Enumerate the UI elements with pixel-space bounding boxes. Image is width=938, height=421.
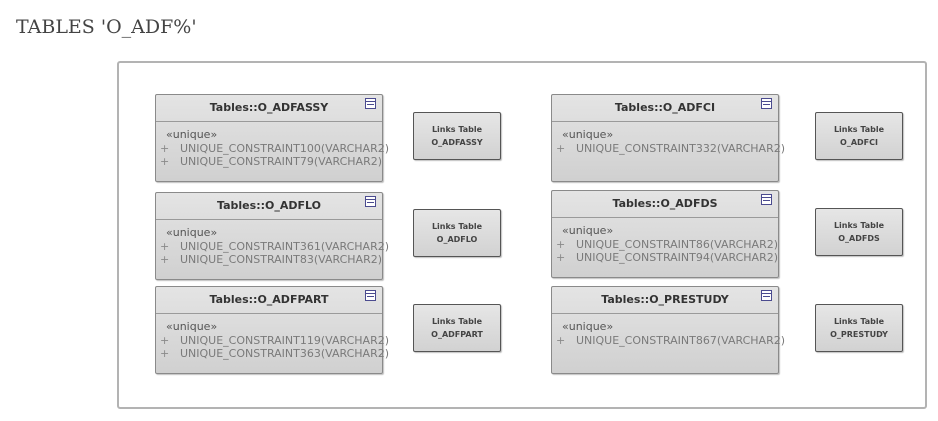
class-element-icon [761, 194, 772, 205]
class-element-icon [761, 290, 772, 301]
table-element-o-adfpart[interactable]: Tables::O_ADFPART «unique» +UNIQUE_CONST… [155, 286, 390, 374]
class-element-icon [365, 290, 376, 301]
table-body: «unique» +UNIQUE_CONSTRAINT332(VARCHAR2) [552, 122, 786, 155]
constraint-name: UNIQUE_CONSTRAINT79(VARCHAR2) [180, 155, 383, 168]
links-table-o-adfds[interactable]: Links Table O_ADFDS [815, 208, 903, 256]
class-element-icon [365, 98, 376, 109]
links-table-o-adfpart[interactable]: Links Table O_ADFPART [413, 304, 501, 352]
link-table-name: O_ADFASSY [431, 138, 483, 147]
class-element-icon [761, 98, 772, 109]
stereotype-label: «unique» [562, 224, 614, 237]
links-table-o-adfci[interactable]: Links Table O_ADFCI [815, 112, 903, 160]
constraint-row: +UNIQUE_CONSTRAINT86(VARCHAR2) [556, 237, 779, 251]
stereotype-label: «unique» [166, 226, 218, 239]
constraint-row: +UNIQUE_CONSTRAINT361(VARCHAR2) [160, 239, 390, 253]
constraint-row: +UNIQUE_CONSTRAINT363(VARCHAR2) [160, 347, 390, 360]
table-body: «unique» +UNIQUE_CONSTRAINT86(VARCHAR2) … [552, 218, 778, 265]
constraint-row: +UNIQUE_CONSTRAINT100(VARCHAR2) [160, 141, 390, 155]
links-table-o-adflo[interactable]: Links Table O_ADFLO [413, 209, 501, 257]
constraint-name: UNIQUE_CONSTRAINT94(VARCHAR2) [576, 251, 779, 264]
link-table-label: Links Table [431, 222, 483, 231]
link-table-label: Links Table [833, 317, 885, 326]
link-table-name: O_ADFDS [838, 234, 880, 243]
constraint-row: +UNIQUE_CONSTRAINT83(VARCHAR2) [160, 253, 383, 266]
diagram-frame: Tables::O_ADFASSY «unique» +UNIQUE_CONST… [117, 61, 927, 409]
page-title: TABLES 'O_ADF%' [16, 16, 197, 38]
class-element-icon [365, 196, 376, 207]
link-table-name: O_ADFLO [436, 235, 478, 244]
constraint-name: UNIQUE_CONSTRAINT83(VARCHAR2) [180, 253, 383, 266]
constraint-name: UNIQUE_CONSTRAINT361(VARCHAR2) [180, 239, 390, 253]
table-header: Tables::O_ADFDS [552, 191, 778, 218]
links-table-o-adfassy[interactable]: Links Table O_ADFASSY [413, 112, 501, 160]
link-table-name: O_ADFCI [840, 138, 878, 147]
constraint-row: +UNIQUE_CONSTRAINT94(VARCHAR2) [556, 251, 779, 264]
table-header: Tables::O_PRESTUDY [552, 287, 778, 314]
table-header: Tables::O_ADFCI [552, 95, 778, 122]
link-table-label: Links Table [431, 125, 483, 134]
stereotype-label: «unique» [166, 320, 218, 333]
table-name: Tables::O_ADFASSY [209, 101, 329, 114]
constraint-name: UNIQUE_CONSTRAINT363(VARCHAR2) [180, 347, 390, 360]
constraint-name: UNIQUE_CONSTRAINT867(VARCHAR2) [576, 333, 786, 347]
constraint-name: UNIQUE_CONSTRAINT86(VARCHAR2) [576, 237, 779, 251]
constraint-name: UNIQUE_CONSTRAINT332(VARCHAR2) [576, 141, 786, 155]
table-element-o-adfds[interactable]: Tables::O_ADFDS «unique» +UNIQUE_CONSTRA… [551, 190, 779, 278]
table-name: Tables::O_ADFCI [614, 101, 716, 114]
table-body: «unique» +UNIQUE_CONSTRAINT361(VARCHAR2)… [156, 220, 390, 267]
constraint-row: +UNIQUE_CONSTRAINT332(VARCHAR2) [556, 141, 786, 155]
link-table-label: Links Table [431, 317, 483, 326]
link-table-label: Links Table [833, 221, 885, 230]
links-table-o-prestudy[interactable]: Links Table O_PRESTUDY [815, 304, 903, 352]
table-header: Tables::O_ADFPART [156, 287, 382, 314]
table-element-o-prestudy[interactable]: Tables::O_PRESTUDY «unique» +UNIQUE_CONS… [551, 286, 786, 374]
table-body: «unique» +UNIQUE_CONSTRAINT867(VARCHAR2) [552, 314, 786, 347]
table-name: Tables::O_ADFLO [217, 199, 321, 212]
table-element-o-adfassy[interactable]: Tables::O_ADFASSY «unique» +UNIQUE_CONST… [155, 94, 390, 182]
table-name: Tables::O_ADFPART [209, 293, 329, 306]
table-header: Tables::O_ADFLO [156, 193, 382, 220]
table-body: «unique» +UNIQUE_CONSTRAINT100(VARCHAR2)… [156, 122, 390, 169]
stereotype-label: «unique» [166, 128, 218, 141]
table-name: Tables::O_ADFDS [612, 197, 718, 210]
table-body: «unique» +UNIQUE_CONSTRAINT119(VARCHAR2)… [156, 314, 390, 361]
constraint-name: UNIQUE_CONSTRAINT119(VARCHAR2) [180, 333, 390, 347]
link-table-label: Links Table [833, 125, 885, 134]
constraint-row: +UNIQUE_CONSTRAINT119(VARCHAR2) [160, 333, 390, 347]
link-table-name: O_PRESTUDY [830, 330, 888, 339]
stereotype-label: «unique» [562, 320, 614, 333]
stereotype-label: «unique» [562, 128, 614, 141]
table-element-o-adfci[interactable]: Tables::O_ADFCI «unique» +UNIQUE_CONSTRA… [551, 94, 786, 182]
constraint-row: +UNIQUE_CONSTRAINT79(VARCHAR2) [160, 155, 383, 168]
constraint-row: +UNIQUE_CONSTRAINT867(VARCHAR2) [556, 333, 786, 347]
table-header: Tables::O_ADFASSY [156, 95, 382, 122]
constraint-name: UNIQUE_CONSTRAINT100(VARCHAR2) [180, 141, 390, 155]
table-name: Tables::O_PRESTUDY [601, 293, 729, 306]
link-table-name: O_ADFPART [431, 330, 483, 339]
table-element-o-adflo[interactable]: Tables::O_ADFLO «unique» +UNIQUE_CONSTRA… [155, 192, 390, 280]
